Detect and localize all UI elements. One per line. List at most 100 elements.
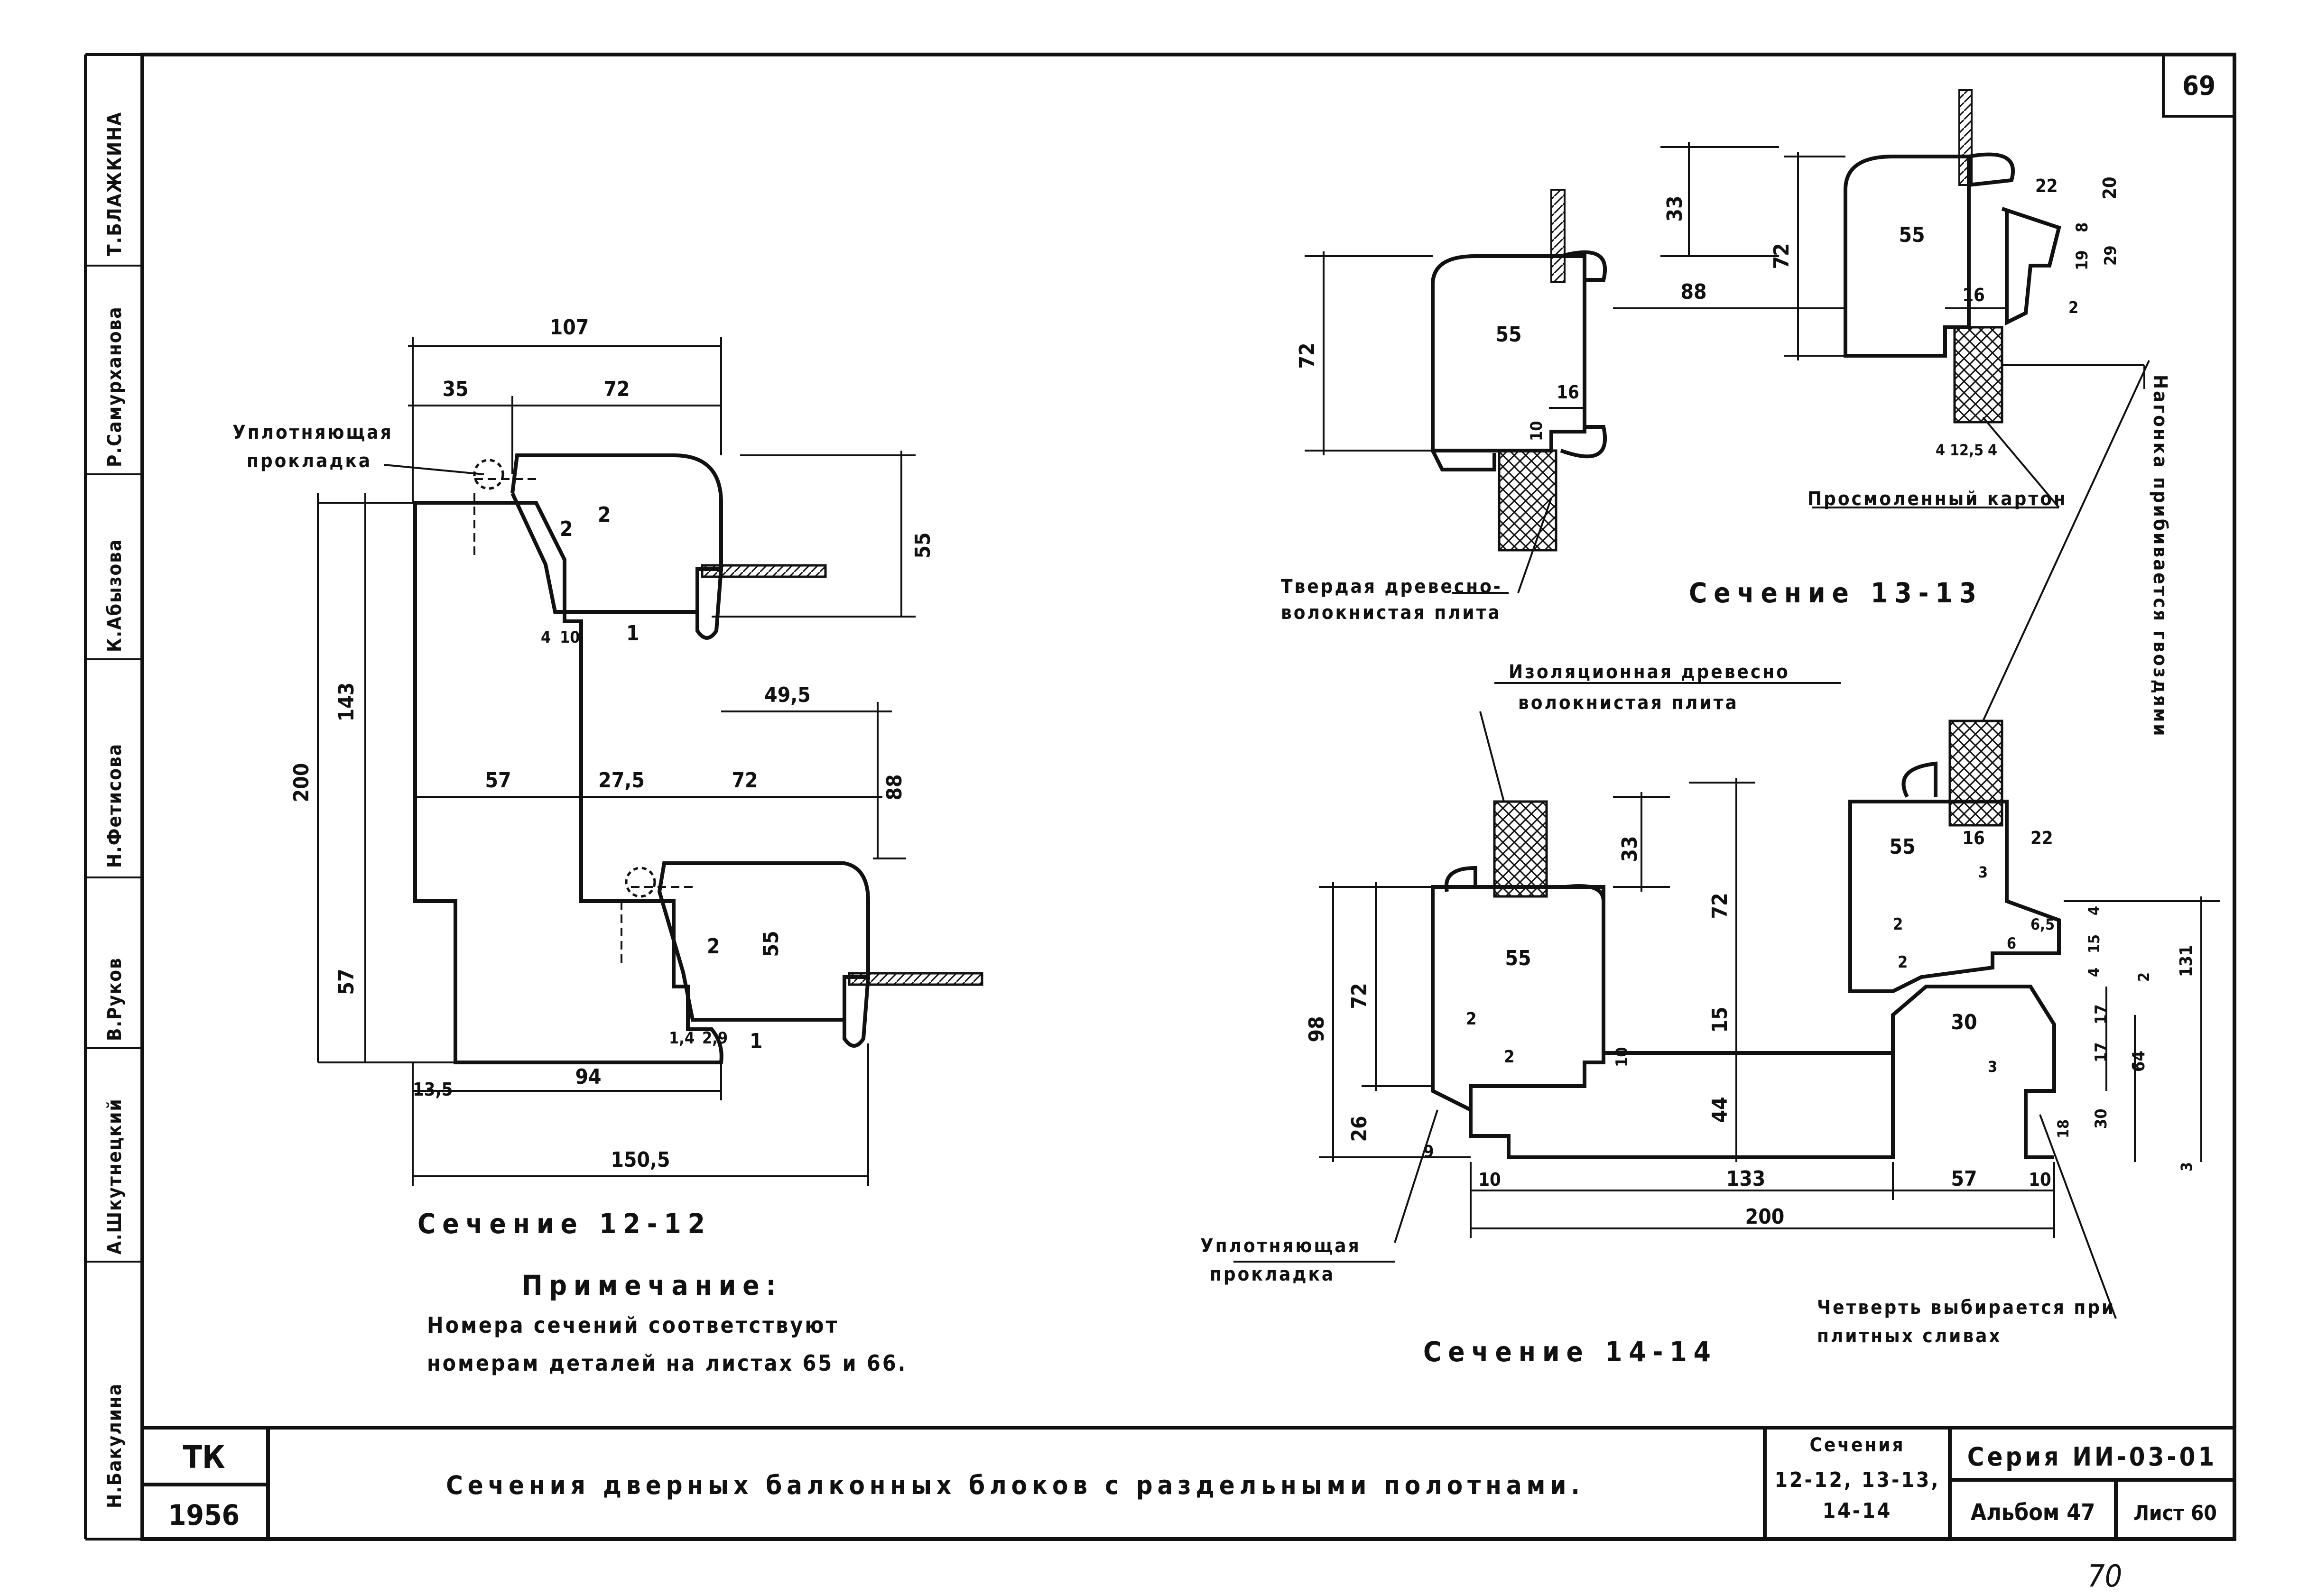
dim-2b: 2 [598, 503, 611, 527]
sections-list-2: 14-14 [1823, 1499, 1892, 1523]
dim-13-12-5: 12,5 [1950, 441, 1984, 459]
section-12-seal-label-2: прокладка [247, 450, 372, 472]
dim-14-16: 16 [1962, 828, 1985, 849]
dim-14-15: 15 [1708, 1006, 1732, 1033]
dim-14-9: 9 [1423, 1142, 1434, 1162]
dim-13-2: 2 [2068, 298, 2078, 317]
dim-13-19: 19 [2073, 250, 2092, 270]
dim-57b: 57 [334, 969, 359, 995]
dim-14-18: 18 [2054, 1119, 2072, 1138]
dim-14-30b: 30 [2092, 1108, 2111, 1129]
stamp-name-1: Т.БЛАЖКИНА [104, 111, 126, 256]
dim-35: 35 [442, 377, 468, 401]
org-code: ТК [183, 1439, 225, 1476]
dim-14-33: 33 [1618, 836, 1642, 862]
year: 1956 [168, 1499, 240, 1532]
page-number: 69 [2182, 71, 2215, 101]
dim-13-16b: 16 [1962, 285, 1985, 305]
dim-13-72b: 72 [1770, 243, 1794, 269]
dim-14-2e: 2 [2135, 972, 2153, 982]
stamp-name-7: Н.Бакулина [104, 1383, 126, 1508]
sheet-title: Сечения дверных балконных блоков с разде… [446, 1470, 1585, 1500]
dim-13-4b: 4 [1988, 441, 1997, 459]
section-14-sill [1469, 985, 2056, 1159]
page-bottom-note: 70 [2087, 1559, 2122, 1594]
dim-14-26: 26 [1347, 1116, 1372, 1142]
stamp-name-2: Р.Самурханова [104, 306, 126, 467]
section-14-dimension-lines [1233, 360, 2220, 1319]
dim-107: 107 [550, 315, 589, 340]
dim-27-5: 27,5 [598, 768, 645, 793]
section-14-seal-label-1: Уплотняющая [1200, 1235, 1361, 1257]
note-line-2: номерам деталей на листах 65 и 66. [427, 1350, 907, 1376]
dim-200: 200 [289, 763, 314, 803]
dim-14-2a: 2 [1466, 1009, 1477, 1029]
note-heading: Примечание: [522, 1269, 783, 1301]
section-12-frame-profile [413, 501, 723, 1064]
section-14-right-leaf [1848, 800, 2061, 993]
dim-2a: 2 [560, 517, 573, 541]
dim-14-72a: 72 [1708, 893, 1732, 919]
dim-14-133: 133 [1726, 1167, 1766, 1191]
dim-14-2d: 2 [1898, 953, 1908, 972]
section-12-labels: 107 35 72 55 2 2 4 10 1 143 200 49,5 88 … [232, 315, 935, 1376]
dim-13-88: 88 [1680, 280, 1706, 304]
dim-14-2c: 2 [1893, 915, 1903, 934]
stamp-name-5: В.Руков [104, 957, 126, 1041]
dim-14-30a: 30 [1951, 1010, 1977, 1034]
dim-14-10b: 10 [1478, 1169, 1501, 1190]
stamp-name-6: А.Шкутнецкий [104, 1098, 126, 1255]
dim-14-55a: 55 [1505, 946, 1531, 970]
section-13-board-label-1: Твердая древесно- [1281, 576, 1502, 598]
dim-13-29: 29 [2101, 245, 2120, 266]
dim-150-5: 150,5 [611, 1148, 670, 1172]
section-14-left-leaf [1431, 885, 1605, 1113]
dim-14-10a: 10 [1613, 1047, 1631, 1067]
section-14-quarter-label-1: Четверть выбирается при [1817, 1297, 2115, 1319]
dim-14-131: 131 [2177, 945, 2196, 977]
sheet-no: Лист 60 [2133, 1501, 2217, 1525]
dim-14-4b: 4 [2085, 968, 2103, 977]
page-number-box [2162, 53, 2236, 118]
dim-14-4a: 4 [2085, 906, 2103, 915]
section-13-labels: 72 33 55 88 16 10 72 55 16 22 20 8 19 29… [1281, 175, 2171, 738]
dim-72b: 72 [732, 768, 758, 793]
section-13-nail-label: Нагонка прибивается гвоздями [2149, 375, 2171, 738]
section-12-12 [413, 453, 983, 1064]
note-line-1: Номера сечений соответствуют [427, 1312, 839, 1338]
dim-2-9: 2,9 [702, 1029, 728, 1048]
sections-list-1: 12-12, 13-13, [1774, 1468, 1940, 1492]
section-12-dimension-lines [317, 337, 916, 1186]
dim-14-6: 6 [2007, 934, 2016, 952]
dim-14-15b: 15 [2085, 934, 2103, 953]
dim-13-55a: 55 [1495, 323, 1521, 347]
dim-1-4: 1,4 [669, 1029, 695, 1048]
dim-13-22: 22 [2035, 175, 2058, 196]
section-14-14 [1431, 720, 2061, 1159]
dim-1b: 1 [750, 1029, 763, 1053]
dim-14-17a: 17 [2092, 1004, 2111, 1024]
dim-14-22: 22 [2030, 828, 2053, 849]
side-stamp: Т.БЛАЖКИНА Р.Самурханова К.Абызова Н.Фет… [85, 111, 142, 1508]
dim-14-2b: 2 [1504, 1047, 1515, 1067]
dim-13-10: 10 [1527, 421, 1546, 441]
dim-13-33: 33 [1663, 195, 1687, 221]
dim-13-5: 13,5 [413, 1079, 453, 1100]
dim-13-55b: 55 [1899, 223, 1925, 247]
dim-143: 143 [334, 683, 359, 722]
dim-55: 55 [911, 532, 935, 558]
stamp-name-3: К.Абызова [104, 539, 126, 652]
dim-13-72a: 72 [1295, 342, 1319, 369]
dim-14-17b: 17 [2092, 1042, 2111, 1062]
section-13-13 [1431, 89, 2061, 552]
dim-13-16a: 16 [1557, 382, 1579, 403]
dim-14-6-5: 6,5 [2030, 915, 2055, 933]
dim-94: 94 [575, 1065, 601, 1089]
dim-14-55b: 55 [1889, 835, 1915, 859]
section-12-upper-leaf [510, 453, 723, 614]
section-12-seal-label-1: Уплотняющая [232, 422, 393, 443]
section-14-title: Сечение 14-14 [1423, 1336, 1717, 1368]
sections-label: Сечения [1809, 1434, 1905, 1456]
section-12-title: Сечение 12-12 [417, 1208, 712, 1240]
dim-4: 4 [541, 628, 551, 647]
